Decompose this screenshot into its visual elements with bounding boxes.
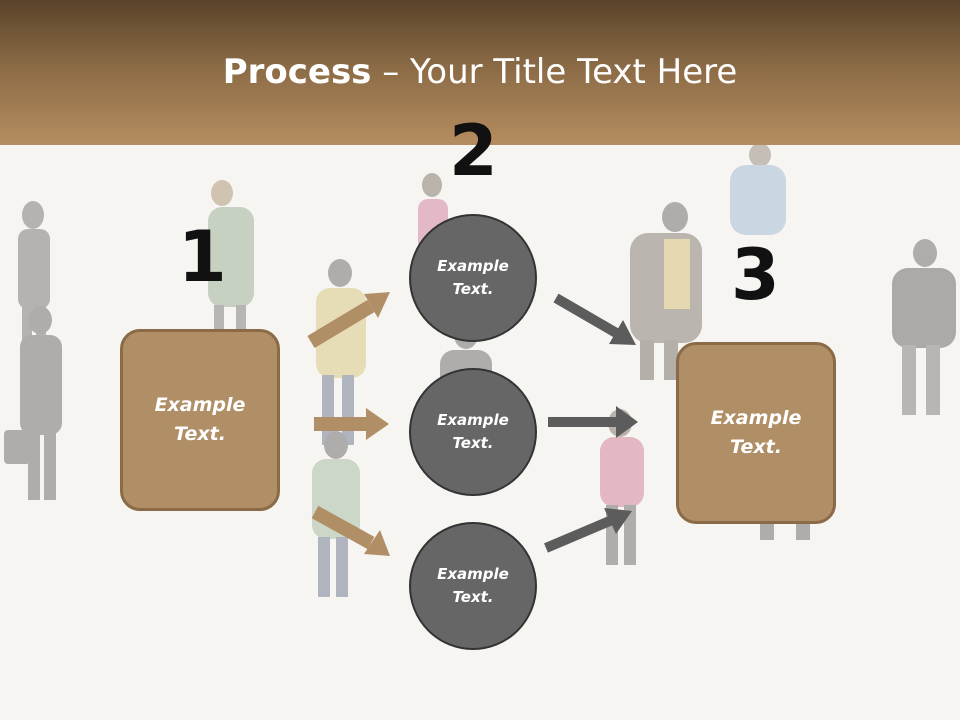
arrow-to-top bbox=[307, 292, 390, 349]
step-number-3: 3 bbox=[731, 234, 780, 316]
arrow-from-middle bbox=[548, 406, 638, 438]
circle-bottom: Example Text. bbox=[409, 522, 537, 650]
right-text-box: Example Text. bbox=[676, 342, 836, 524]
step-number-2: 2 bbox=[449, 110, 498, 192]
circle-top-label: Example Text. bbox=[437, 257, 509, 298]
arrow-from-bottom bbox=[544, 508, 632, 553]
circle-bottom-label: Example Text. bbox=[437, 565, 509, 606]
title-rest: – Your Title Text Here bbox=[371, 52, 738, 92]
circle-middle: Example Text. bbox=[409, 368, 537, 496]
slide-title: Process – Your Title Text Here bbox=[0, 52, 960, 92]
right-box-label: Example Text. bbox=[710, 407, 802, 458]
arrow-from-top bbox=[553, 293, 636, 345]
circle-top: Example Text. bbox=[409, 214, 537, 342]
title-bar bbox=[0, 0, 960, 145]
title-bold: Process bbox=[222, 52, 372, 92]
circle-middle-label: Example Text. bbox=[437, 411, 509, 452]
step-number-1: 1 bbox=[178, 216, 227, 298]
left-text-box: Example Text. bbox=[120, 329, 280, 511]
left-box-label: Example Text. bbox=[154, 394, 246, 445]
arrow-to-bottom bbox=[311, 505, 390, 556]
arrow-to-middle bbox=[314, 408, 389, 440]
